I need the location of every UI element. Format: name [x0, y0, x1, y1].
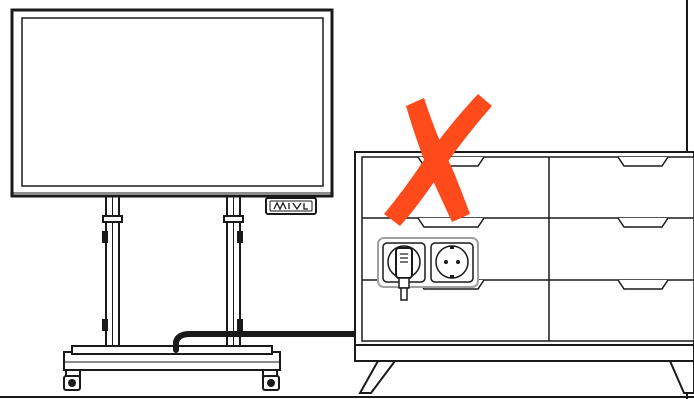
brand-logo	[266, 198, 316, 214]
mobile-stand-icon	[64, 196, 280, 390]
dresser-leg-left	[360, 361, 395, 393]
drawer-handle	[618, 280, 668, 289]
caster-right	[263, 370, 279, 390]
display-panel	[22, 18, 323, 186]
caster-left	[64, 370, 80, 390]
dresser-leg-right	[670, 361, 694, 393]
drawer-handle	[618, 157, 668, 166]
drawer-handle	[618, 218, 668, 227]
display-screen-icon	[12, 10, 332, 196]
wall-socket-icon	[378, 238, 478, 287]
